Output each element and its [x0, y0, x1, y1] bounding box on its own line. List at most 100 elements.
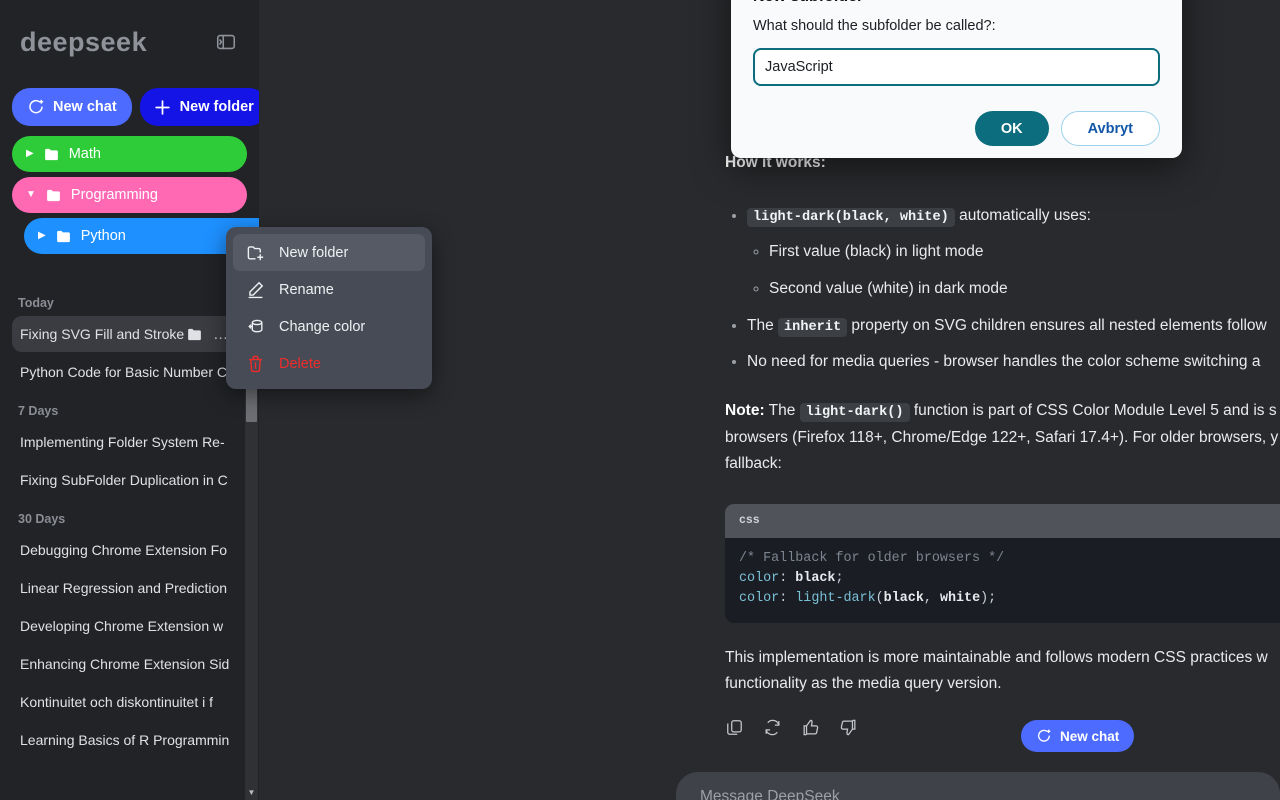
- context-menu-label: New folder: [279, 244, 349, 261]
- list-item-text: automatically uses:: [954, 206, 1091, 224]
- chat-list-item[interactable]: Python Code for Basic Number C: [12, 354, 247, 390]
- message-actions: [725, 718, 1280, 737]
- folder-item-math[interactable]: ▶ Math: [12, 136, 247, 172]
- chat-section-label: Today: [18, 296, 54, 310]
- folder-icon: [45, 187, 62, 204]
- code-line: /* Fallback for older browsers */: [739, 549, 1280, 569]
- color-swatch-icon: [245, 317, 265, 336]
- context-menu-item-rename[interactable]: Rename: [233, 271, 425, 308]
- code-arg: black: [883, 591, 924, 607]
- ok-button[interactable]: OK: [974, 111, 1049, 146]
- note-paragraph: Note: The light-dark() function is part …: [725, 398, 1280, 478]
- list-item: The inherit property on SVG children ens…: [747, 313, 1280, 340]
- thumbs-up-icon[interactable]: [801, 718, 820, 737]
- list-item: First value (black) in light mode: [769, 239, 1280, 266]
- chat-section-label: 30 Days: [18, 512, 66, 526]
- chevron-down-icon[interactable]: ▼: [26, 189, 36, 200]
- chat-list-item[interactable]: Learning Basics of R Programmin: [12, 722, 247, 758]
- pencil-icon: [245, 280, 265, 299]
- panel-collapse-icon[interactable]: [213, 29, 239, 55]
- chat-list-item[interactable]: Debugging Chrome Extension Fo: [12, 532, 247, 568]
- chat-list-item[interactable]: Fixing SubFolder Duplication in C: [12, 462, 247, 498]
- brand-logo: deepseek: [20, 26, 148, 57]
- chevron-right-icon[interactable]: ▶: [26, 148, 34, 159]
- list-item-text-pre: The: [747, 316, 779, 334]
- context-menu-item-new-folder[interactable]: New folder: [233, 234, 425, 271]
- chat-title: Fixing SubFolder Duplication in C: [20, 472, 228, 488]
- chat-list-item[interactable]: Kontinuitet och diskontinuitet i f: [12, 684, 247, 720]
- chat-section-label: 7 Days: [18, 404, 59, 418]
- new-chat-button[interactable]: New chat: [12, 88, 132, 126]
- context-menu-item-delete[interactable]: Delete: [233, 345, 425, 382]
- context-menu-label: Rename: [279, 281, 334, 298]
- chat-title: Debugging Chrome Extension Fo: [20, 542, 228, 558]
- code-arg: white: [939, 591, 981, 607]
- context-menu-label: Delete: [279, 355, 321, 372]
- code-block-language: css: [725, 503, 1280, 538]
- sub-list: First value (black) in light mode Second…: [747, 239, 1280, 302]
- chat-options-icon[interactable]: …: [213, 325, 230, 343]
- cancel-button[interactable]: Avbryt: [1060, 111, 1160, 146]
- message-composer[interactable]: Message DeepSeek: [676, 772, 1280, 800]
- new-chat-icon: [29, 99, 44, 114]
- new-chat-label: New chat: [53, 99, 117, 115]
- dialog-title: New subfolder: [753, 0, 1160, 18]
- note-line3: fallback:: [725, 455, 782, 473]
- sidebar-scrollbar[interactable]: ▼: [245, 340, 258, 800]
- code-block: css /* Fallback for older browsers */ co…: [725, 503, 1280, 623]
- code-property: color: [739, 571, 780, 587]
- regenerate-icon[interactable]: [763, 718, 782, 737]
- chat-list-item[interactable]: Implementing Folder System Re-: [12, 424, 247, 460]
- list-item: light-dark(black, white) automatically u…: [747, 203, 1280, 303]
- code-property: color: [739, 591, 780, 607]
- folder-item-programming[interactable]: ▼Programming: [12, 177, 247, 213]
- folder-icon: [55, 228, 72, 245]
- outro-paragraph: This implementation is more maintainable…: [725, 645, 1280, 698]
- chat-title: Linear Regression and Prediction: [20, 580, 228, 596]
- thumbs-down-icon[interactable]: [839, 718, 858, 737]
- folder-icon: [43, 146, 60, 163]
- code-block-body[interactable]: /* Fallback for older browsers */ color:…: [725, 537, 1280, 623]
- chat-title: Python Code for Basic Number C: [20, 364, 227, 380]
- inline-code: light-dark(black, white): [747, 207, 955, 227]
- dialog-buttons: OK Avbryt: [753, 111, 1160, 146]
- chat-title: Enhancing Chrome Extension Sid: [20, 656, 230, 672]
- chat-title: Fixing SVG Fill and Stroke: [20, 326, 185, 342]
- folder-list: ▶ Math ▼Programming ▶Python: [0, 126, 259, 254]
- subfolder-name-input[interactable]: [753, 48, 1160, 86]
- code-function: light-dark: [795, 591, 876, 607]
- folder-label: Math: [68, 146, 101, 162]
- new-chat-label: New chat: [1060, 728, 1120, 744]
- context-menu-item-change-color[interactable]: Change color: [233, 308, 425, 345]
- new-chat-button-inline[interactable]: New chat: [1021, 720, 1135, 752]
- assistant-message: How it works: light-dark(black, white) a…: [725, 150, 1280, 737]
- chevron-right-icon[interactable]: ▶: [38, 230, 46, 241]
- inline-code: inherit: [778, 317, 848, 337]
- new-folder-icon: [245, 243, 265, 262]
- code-value: black: [795, 571, 836, 587]
- context-menu-label: Change color: [279, 318, 366, 335]
- folder-tag-icon: [186, 326, 203, 343]
- chat-list-item[interactable]: Enhancing Chrome Extension Sid: [12, 646, 247, 682]
- copy-icon[interactable]: [725, 718, 744, 737]
- chat-list-item[interactable]: Developing Chrome Extension w: [12, 608, 247, 644]
- folder-item-python[interactable]: ▶Python: [24, 218, 259, 254]
- scroll-down-arrow-icon[interactable]: ▼: [247, 787, 256, 797]
- chat-list-item[interactable]: Linear Regression and Prediction: [12, 570, 247, 606]
- note-label: Note:: [725, 401, 765, 419]
- composer-placeholder: Message DeepSeek: [700, 788, 840, 800]
- outro-line-2: functionality as the media query version…: [725, 675, 1002, 693]
- note-rest: function is part of CSS Color Module Lev…: [909, 401, 1277, 419]
- chat-title: Implementing Folder System Re-: [20, 434, 225, 450]
- new-folder-button[interactable]: New folder: [139, 88, 259, 126]
- chat-title: Learning Basics of R Programmin: [20, 732, 230, 748]
- outro-line-1: This implementation is more maintainable…: [725, 648, 1268, 666]
- chat-title: Kontinuitet och diskontinuitet i f: [20, 694, 214, 710]
- chat-list-item[interactable]: Fixing SVG Fill and Stroke …: [12, 316, 247, 352]
- code-line: color: light-dark(black, white);: [739, 591, 997, 607]
- sidebar-actions: New chat New folder: [0, 62, 259, 126]
- list-item-text: No need for media queries - browser hand…: [747, 353, 1261, 371]
- inline-code: light-dark(): [799, 402, 910, 422]
